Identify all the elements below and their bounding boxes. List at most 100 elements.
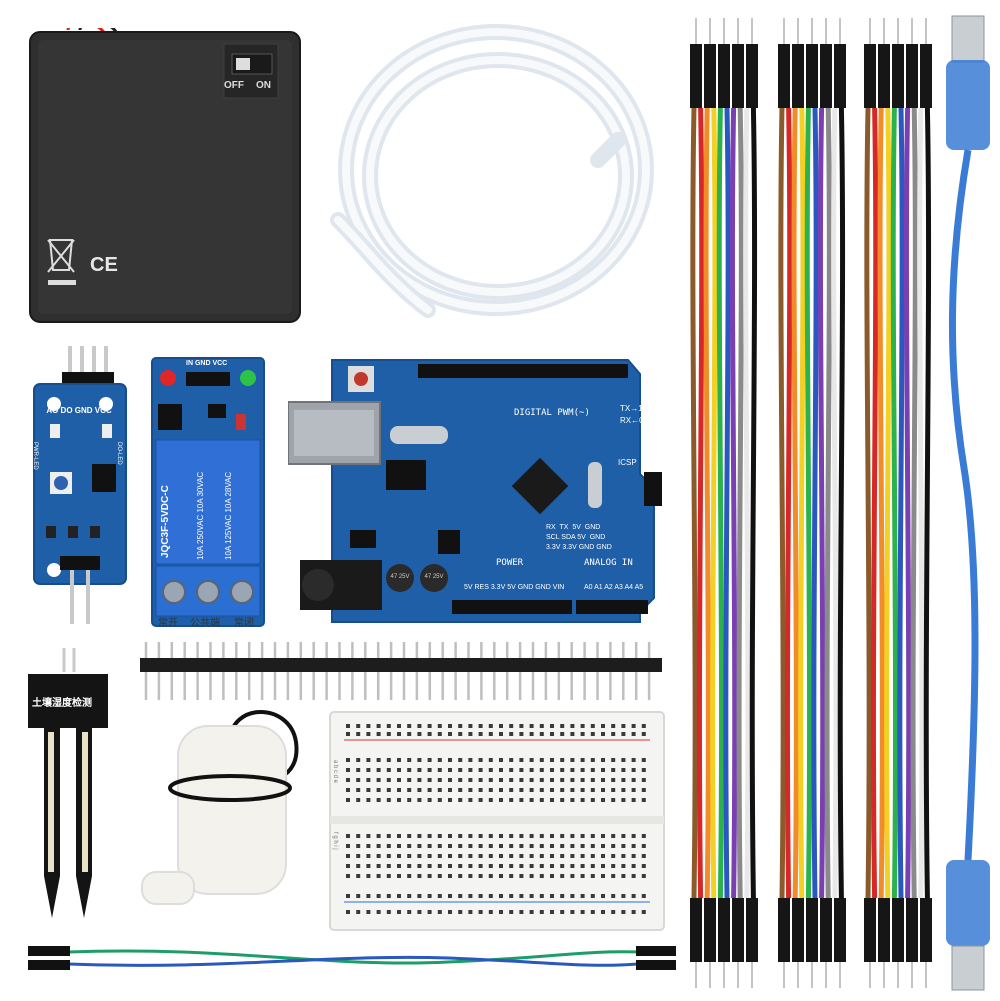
breadboard-hole <box>539 844 544 848</box>
breadboard-hole <box>386 864 391 868</box>
breadboard-hole <box>529 864 534 868</box>
breadboard-hole <box>346 874 350 878</box>
jumper-wire <box>723 107 731 899</box>
breadboard-hole <box>468 894 473 898</box>
breadboard-hole <box>346 834 350 838</box>
breadboard-hole <box>621 834 626 838</box>
breadboard-hole <box>570 894 575 898</box>
breadboard-hole <box>478 894 483 898</box>
breadboard-hole <box>560 798 565 802</box>
jumper-wire <box>798 107 806 899</box>
breadboard-hole <box>427 874 432 878</box>
jumper-connector <box>864 898 876 962</box>
breadboard-hole <box>448 894 452 898</box>
breadboard-hole <box>386 854 391 858</box>
breadboard-hole <box>499 910 503 914</box>
breadboard-hole <box>397 768 401 772</box>
breadboard-hole <box>509 788 514 792</box>
breadboard-hole <box>488 758 493 762</box>
breadboard-hole <box>417 834 422 838</box>
jumper-connector <box>778 898 790 962</box>
relay-module: IN GND VCC JQC3F-5VDC-C 10A 250VAC 10A 3… <box>150 356 266 629</box>
breadboard-hole <box>519 844 524 848</box>
breadboard-hole <box>356 854 361 858</box>
breadboard-hole <box>437 854 442 858</box>
breadboard-hole <box>376 894 381 898</box>
breadboard-hole <box>458 894 463 898</box>
breadboard-hole <box>539 854 544 858</box>
breadboard-hole <box>397 910 401 914</box>
jumper-wire <box>736 107 744 899</box>
jumper-connector <box>878 44 890 108</box>
breadboard-hole <box>601 834 605 838</box>
breadboard-hole <box>529 854 534 858</box>
breadboard-hole <box>509 844 514 848</box>
breadboard-hole <box>611 788 616 792</box>
breadboard-hole <box>519 864 524 868</box>
breadboard-hole <box>488 788 493 792</box>
breadboard-hole <box>641 798 646 802</box>
breadboard-hole <box>631 768 636 772</box>
breadboard-hole <box>386 798 391 802</box>
breadboard-hole <box>376 854 381 858</box>
breadboard-hole <box>519 768 524 772</box>
breadboard-hole <box>580 910 585 914</box>
breadboard-hole <box>611 894 616 898</box>
breadboard-hole <box>601 874 605 878</box>
breadboard-hole <box>427 788 432 792</box>
breadboard-hole <box>550 874 554 878</box>
breadboard-hole <box>468 724 473 728</box>
breadboard-hole <box>529 834 534 838</box>
battery-box: OFF ON CE <box>28 20 302 324</box>
jumper-wire <box>824 107 832 899</box>
breadboard-hole <box>590 864 595 868</box>
breadboard-hole <box>621 758 626 762</box>
breadboard-hole <box>417 844 422 848</box>
breadboard-hole <box>519 894 524 898</box>
breadboard-hole <box>590 732 595 736</box>
breadboard-hole <box>478 864 483 868</box>
breadboard-hole <box>407 798 412 802</box>
breadboard-hole <box>346 864 350 868</box>
uno-right-label-3: 3.3V 3.3V GND GND <box>546 544 612 551</box>
breadboard-hole <box>631 894 636 898</box>
breadboard-hole <box>550 854 554 858</box>
breadboard-hole <box>641 788 646 792</box>
soil-sensor-module: AO DO GND VCC PWR-LED DO-LED <box>32 344 128 626</box>
breadboard-hole <box>570 732 575 736</box>
breadboard-hole <box>437 768 442 772</box>
breadboard-hole <box>427 758 432 762</box>
breadboard-hole <box>366 758 371 762</box>
jumper-bundle-3 <box>858 18 940 990</box>
breadboard-hole <box>376 724 381 728</box>
jumper-wire <box>696 107 705 899</box>
breadboard-hole <box>407 778 412 782</box>
jumper-wire <box>703 107 711 899</box>
breadboard-hole <box>407 844 412 848</box>
breadboard-hole <box>366 788 371 792</box>
breadboard-hole <box>468 768 473 772</box>
breadboard-hole <box>478 732 483 736</box>
breadboard-hole <box>407 768 412 772</box>
breadboard-hole <box>417 778 422 782</box>
jumper-connector <box>806 44 818 108</box>
breadboard-hole <box>539 798 544 802</box>
breadboard-hole <box>529 844 534 848</box>
breadboard-hole <box>468 788 473 792</box>
soil-sensor-module-graphic <box>33 346 127 624</box>
breadboard-hole <box>509 854 514 858</box>
breadboard-hole <box>601 864 605 868</box>
breadboard-hole <box>641 874 646 878</box>
breadboard-hole <box>621 724 626 728</box>
breadboard-hole <box>417 768 422 772</box>
breadboard-hole <box>356 864 361 868</box>
breadboard-hole <box>580 874 585 878</box>
jumper-wire <box>903 107 912 899</box>
breadboard-hole <box>539 894 544 898</box>
breadboard-hole <box>376 910 381 914</box>
jumper-connector <box>718 44 730 108</box>
breadboard-hole <box>509 834 514 838</box>
breadboard-hole <box>488 864 493 868</box>
breadboard-hole <box>580 854 585 858</box>
breadboard-hole <box>519 788 524 792</box>
